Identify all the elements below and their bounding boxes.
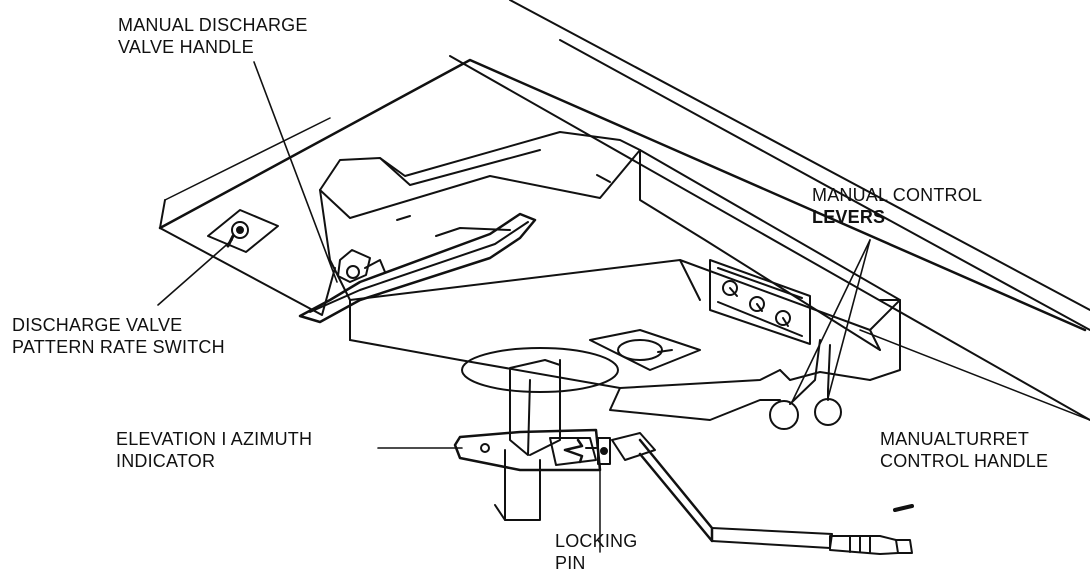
roof-panel: [158, 0, 1090, 421]
label-line: PIN: [555, 553, 586, 573]
label-elevation-azimuth-indicator: ELEVATION I AZIMUTH INDICATOR: [116, 428, 312, 472]
label-locking-pin: LOCKING PIN: [555, 530, 637, 574]
turret-post: [461, 347, 619, 521]
label-line: MANUAL CONTROL: [812, 185, 983, 205]
label-line: INDICATOR: [116, 451, 216, 471]
discharge-valve-handle: [298, 212, 537, 324]
label-manual-control-levers: MANUAL CONTROL LEVERS: [812, 184, 982, 228]
elevation-azimuth-indicator-body: [453, 428, 611, 472]
valve-plate: [589, 329, 701, 371]
leader-turret-handle: [893, 504, 914, 512]
label-line: DISCHARGE VALVE: [12, 315, 183, 335]
leader-levers-2: [827, 239, 871, 399]
label-line: MANUAL DISCHARGE: [118, 15, 308, 35]
leader-lines: [157, 61, 914, 512]
leader-manual-discharge: [253, 61, 338, 283]
label-line: LOCKING: [555, 531, 638, 551]
label-discharge-valve-pattern-rate-switch: DISCHARGE VALVE PATTERN RATE SWITCH: [12, 314, 225, 358]
label-line: ELEVATION I AZIMUTH: [116, 429, 313, 449]
leader-levers-1: [791, 239, 871, 403]
label-manual-discharge-valve-handle: MANUAL DISCHARGE VALVE HANDLE: [118, 14, 308, 58]
label-line: CONTROL HANDLE: [880, 451, 1049, 471]
label-line: LEVERS: [812, 207, 886, 227]
leader-pattern-rate: [157, 239, 233, 306]
lever-panel: [709, 259, 811, 345]
turret-crank-handle: [611, 432, 913, 555]
control-box: [319, 131, 901, 421]
label-line: PATTERN RATE SWITCH: [12, 337, 225, 357]
label-manual-turret-control-handle: MANUALTURRET CONTROL HANDLE: [880, 428, 1048, 472]
switch-plate: [207, 209, 279, 253]
manual-control-lever-knobs: [769, 339, 842, 430]
label-line: VALVE HANDLE: [118, 37, 254, 57]
label-line: MANUALTURRET: [880, 429, 1030, 449]
